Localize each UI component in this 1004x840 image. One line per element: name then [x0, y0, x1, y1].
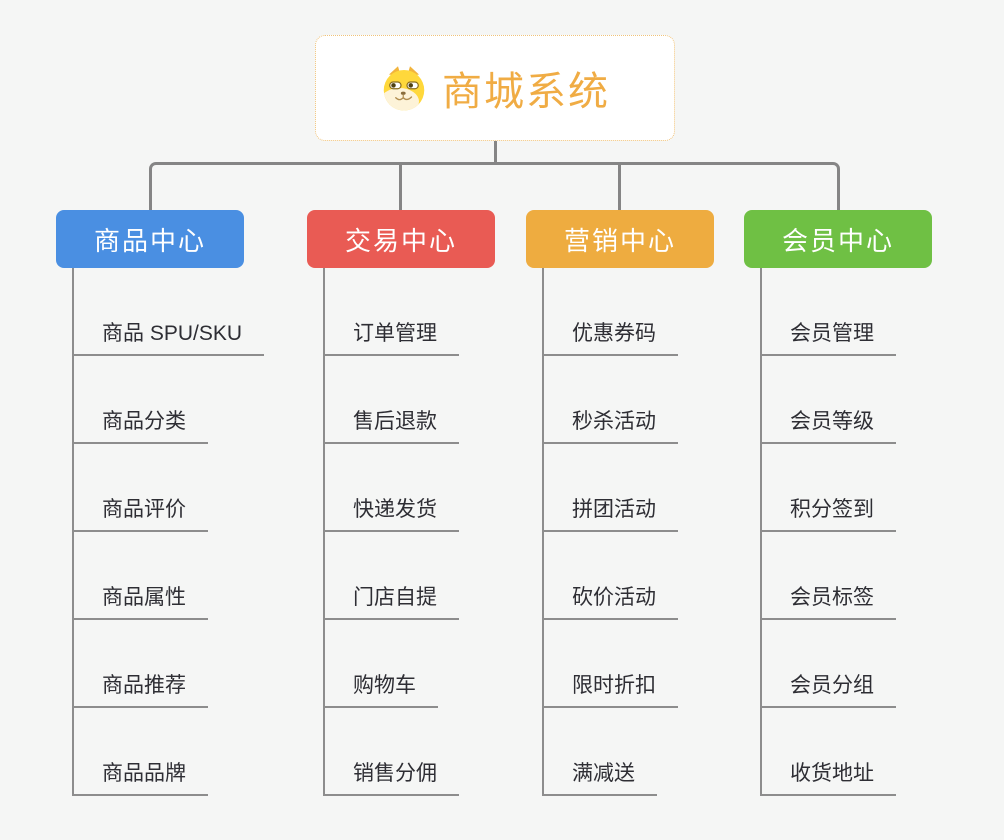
leaf-node: 会员分组 — [744, 620, 932, 708]
branch-marketing-center: 营销中心 优惠券码 秒杀活动 拼团活动 砍价活动 限时折扣 满减送 — [526, 210, 714, 796]
connector-frame — [149, 162, 840, 210]
leaf-node-label[interactable]: 商品评价 — [72, 493, 208, 532]
branch-trade-center: 交易中心 订单管理 售后退款 快递发货 门店自提 购物车 销售分佣 — [307, 210, 495, 796]
branch-node-marketing-center[interactable]: 营销中心 — [526, 210, 714, 268]
branch-node-product-center[interactable]: 商品中心 — [56, 210, 244, 268]
branch-tree-line — [542, 268, 544, 796]
leaf-node-label[interactable]: 订单管理 — [323, 317, 459, 356]
branch-label: 交易中心 — [344, 225, 457, 256]
leaf-node: 快递发货 — [307, 444, 495, 532]
branch-items: 商品 SPU/SKU 商品分类 商品评价 商品属性 商品推荐 商品品牌 — [56, 268, 265, 796]
leaf-node-label[interactable]: 砍价活动 — [542, 581, 678, 620]
branch-product-center: 商品中心 商品 SPU/SKU 商品分类 商品评价 商品属性 商品推荐 商品品牌 — [56, 210, 265, 796]
branch-tree-line — [72, 268, 74, 796]
leaf-node-label[interactable]: 积分签到 — [760, 493, 896, 532]
leaf-node-label[interactable]: 商品推荐 — [72, 669, 208, 708]
leaf-node: 购物车 — [307, 620, 495, 708]
leaf-node: 售后退款 — [307, 356, 495, 444]
leaf-node: 优惠券码 — [526, 268, 714, 356]
leaf-node-label[interactable]: 商品属性 — [72, 581, 208, 620]
branch-items: 会员管理 会员等级 积分签到 会员标签 会员分组 收货地址 — [744, 268, 932, 796]
leaf-node-label[interactable]: 拼团活动 — [542, 493, 678, 532]
leaf-node: 商品属性 — [56, 532, 244, 620]
branch-node-member-center[interactable]: 会员中心 — [744, 210, 932, 268]
leaf-node: 门店自提 — [307, 532, 495, 620]
leaf-node: 商品 SPU/SKU — [56, 268, 265, 356]
leaf-node-label[interactable]: 会员等级 — [760, 405, 896, 444]
leaf-node: 会员等级 — [744, 356, 932, 444]
leaf-node-label[interactable]: 会员管理 — [760, 317, 896, 356]
leaf-node-label[interactable]: 快递发货 — [323, 493, 459, 532]
leaf-node: 订单管理 — [307, 268, 495, 356]
root-node[interactable]: 商城系统 — [315, 35, 675, 141]
leaf-node-label[interactable]: 商品分类 — [72, 405, 208, 444]
leaf-node: 砍价活动 — [526, 532, 714, 620]
connector-drop-3 — [618, 162, 621, 210]
leaf-node-label[interactable]: 收货地址 — [760, 757, 896, 796]
branch-items: 优惠券码 秒杀活动 拼团活动 砍价活动 限时折扣 满减送 — [526, 268, 714, 796]
leaf-node-label[interactable]: 满减送 — [542, 757, 657, 796]
leaf-node: 销售分佣 — [307, 708, 495, 796]
branch-label: 会员中心 — [781, 225, 894, 256]
leaf-node-label[interactable]: 会员标签 — [760, 581, 896, 620]
leaf-node: 拼团活动 — [526, 444, 714, 532]
leaf-node-label[interactable]: 门店自提 — [323, 581, 459, 620]
leaf-node: 限时折扣 — [526, 620, 714, 708]
leaf-node: 商品评价 — [56, 444, 244, 532]
branch-member-center: 会员中心 会员管理 会员等级 积分签到 会员标签 会员分组 收货地址 — [744, 210, 932, 796]
leaf-node: 秒杀活动 — [526, 356, 714, 444]
leaf-node: 收货地址 — [744, 708, 932, 796]
branch-tree-line — [323, 268, 325, 796]
root-title: 商城系统 — [442, 70, 610, 114]
leaf-node: 商品推荐 — [56, 620, 244, 708]
leaf-node-label[interactable]: 会员分组 — [760, 669, 896, 708]
branch-node-trade-center[interactable]: 交易中心 — [307, 210, 495, 268]
connector-root-stub — [494, 141, 497, 164]
leaf-node-label[interactable]: 秒杀活动 — [542, 405, 678, 444]
leaf-node-label[interactable]: 售后退款 — [323, 405, 459, 444]
leaf-node: 会员标签 — [744, 532, 932, 620]
leaf-node: 商品品牌 — [56, 708, 244, 796]
leaf-node: 会员管理 — [744, 268, 932, 356]
leaf-node-label[interactable]: 商品品牌 — [72, 757, 208, 796]
leaf-node-label[interactable]: 商品 SPU/SKU — [72, 317, 265, 356]
branch-label: 商品中心 — [93, 225, 206, 256]
leaf-node-label[interactable]: 限时折扣 — [542, 669, 678, 708]
leaf-node-label[interactable]: 优惠券码 — [542, 317, 678, 356]
leaf-node: 满减送 — [526, 708, 714, 796]
leaf-node-label[interactable]: 购物车 — [323, 669, 438, 708]
connector-drop-2 — [399, 162, 402, 210]
branch-tree-line — [760, 268, 762, 796]
leaf-node-label[interactable]: 销售分佣 — [323, 757, 459, 796]
branch-label: 营销中心 — [563, 225, 676, 256]
branch-items: 订单管理 售后退款 快递发货 门店自提 购物车 销售分佣 — [307, 268, 495, 796]
doge-icon — [383, 66, 425, 111]
leaf-node: 积分签到 — [744, 444, 932, 532]
leaf-node: 商品分类 — [56, 356, 244, 444]
